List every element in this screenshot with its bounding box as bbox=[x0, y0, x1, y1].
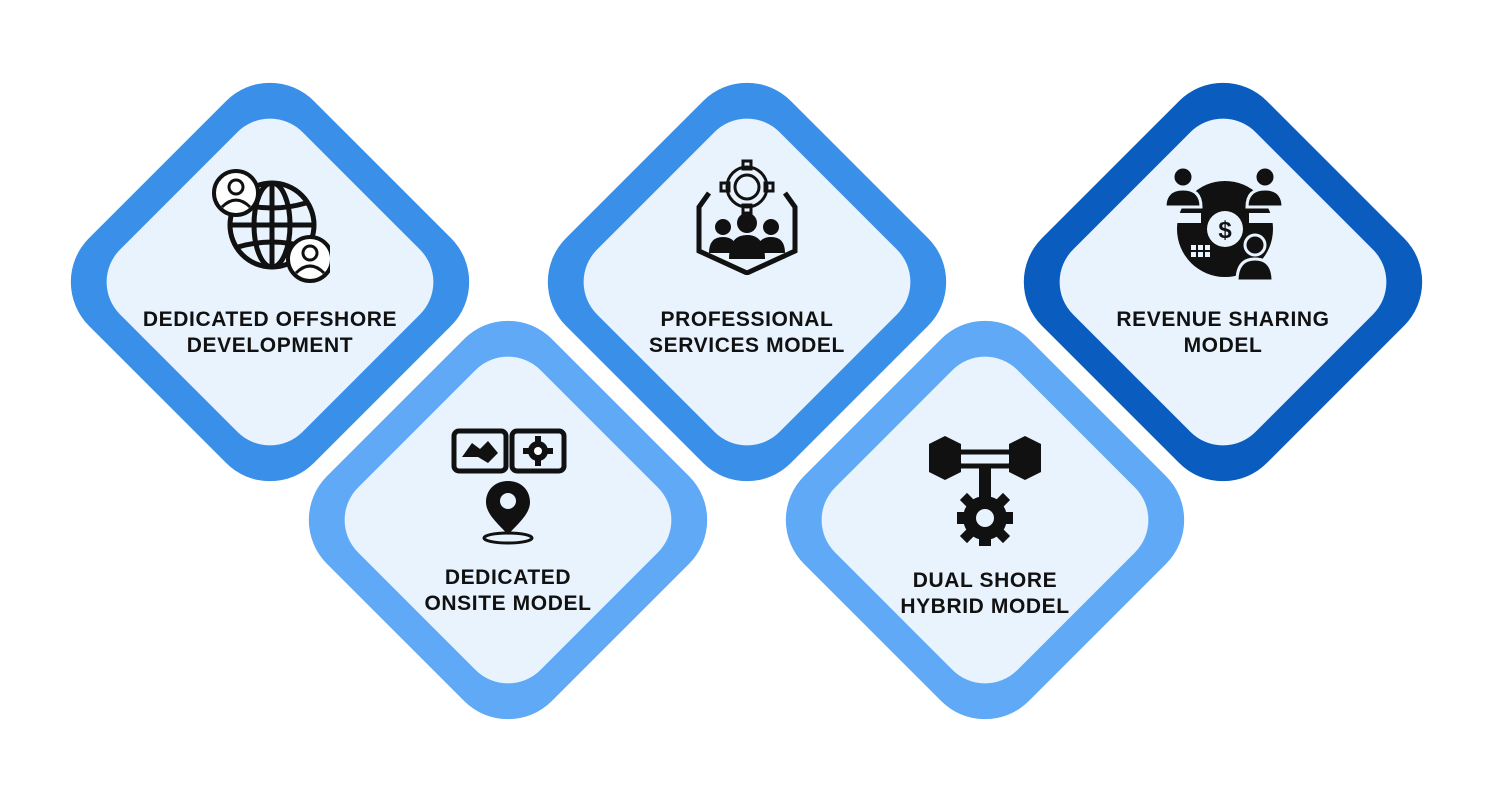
gear-team-icon bbox=[696, 159, 798, 275]
linked-blocks-gear-icon bbox=[929, 436, 1041, 546]
handshake-location-icon bbox=[451, 428, 567, 545]
tile-diamond-bg bbox=[1023, 82, 1423, 482]
model-label: REVENUE SHARING MODEL bbox=[1116, 308, 1330, 357]
model-tile-dedicated-onsite: DEDICATED ONSITE MODEL bbox=[283, 295, 733, 745]
model-tile-dedicated-offshore: DEDICATED OFFSHORE DEVELOPMENT bbox=[45, 57, 495, 507]
model-label: DEDICATED ONSITE MODEL bbox=[424, 566, 592, 615]
revenue-share-icon: $ bbox=[1163, 165, 1283, 283]
globe-people-icon bbox=[212, 169, 330, 283]
tile-diamond-bg bbox=[547, 82, 947, 482]
tile-diamond-bg bbox=[70, 82, 470, 482]
model-tile-professional-services: PROFESSIONAL SERVICES MODEL bbox=[522, 57, 972, 507]
svg-text:$: $ bbox=[1218, 217, 1232, 244]
model-label: DEDICATED OFFSHORE DEVELOPMENT bbox=[142, 308, 398, 357]
model-tile-revenue-sharing: $ REVENUE SHARING MODEL bbox=[998, 57, 1448, 507]
model-label: PROFESSIONAL SERVICES MODEL bbox=[649, 308, 845, 357]
model-label: DUAL SHORE HYBRID MODEL bbox=[900, 569, 1070, 618]
model-tile-dual-shore-hybrid: DUAL SHORE HYBRID MODEL bbox=[760, 295, 1210, 745]
